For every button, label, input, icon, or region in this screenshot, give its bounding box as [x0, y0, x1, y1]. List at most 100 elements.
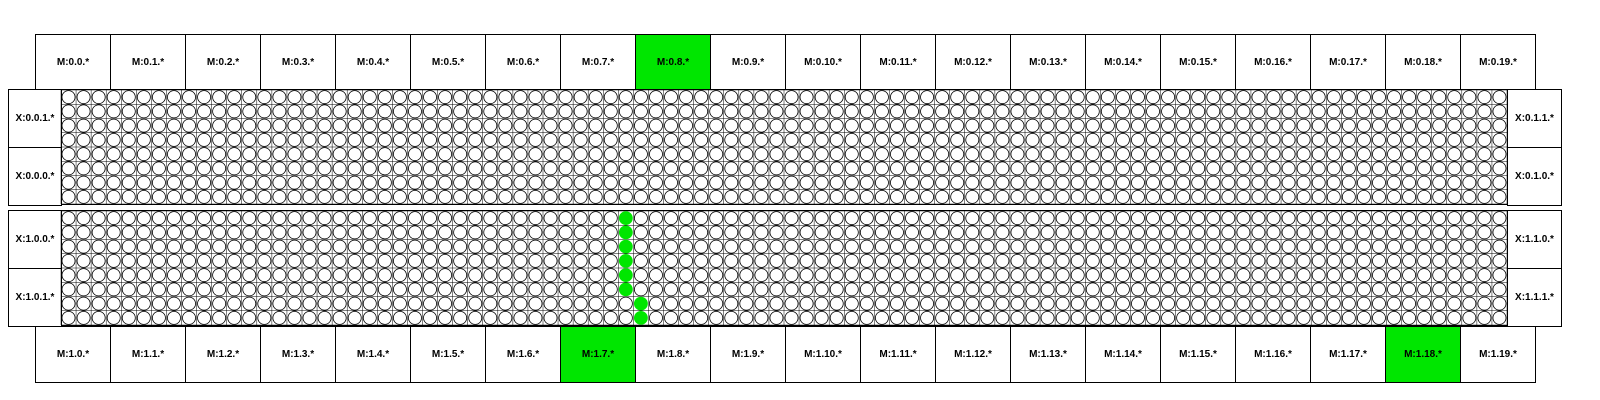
grid-node	[649, 175, 663, 190]
grid-node	[227, 253, 242, 268]
top-module-cell-label: M:0.14.*	[1104, 56, 1142, 68]
grid-node	[302, 211, 317, 226]
grid-node	[664, 175, 678, 190]
grid-node	[1025, 310, 1040, 325]
grid-node	[483, 118, 498, 133]
grid-node	[1251, 253, 1266, 268]
grid-node	[1040, 104, 1055, 119]
grid-node	[332, 104, 347, 119]
grid-node	[784, 175, 799, 190]
grid-node	[618, 132, 633, 147]
grid-node	[799, 175, 814, 190]
grid-node	[1100, 296, 1115, 311]
grid-node	[829, 147, 844, 162]
grid-node	[167, 225, 181, 240]
grid-node	[453, 225, 468, 240]
grid-node	[603, 253, 618, 268]
grid-node	[121, 189, 136, 204]
grid-node	[633, 239, 648, 254]
grid-node	[633, 282, 648, 297]
grid-node	[694, 161, 709, 176]
grid-node	[1462, 175, 1477, 190]
grid-node	[1387, 225, 1401, 240]
grid-node	[1447, 239, 1462, 254]
grid-node	[468, 239, 483, 254]
grid-node	[257, 282, 272, 297]
grid-node	[483, 104, 498, 119]
grid-node	[377, 296, 392, 311]
grid-node	[950, 211, 965, 226]
grid-node	[453, 118, 468, 133]
bottom-module-cell-label: M:1.11.*	[879, 349, 917, 360]
grid-node	[483, 310, 498, 325]
grid-node	[588, 147, 603, 162]
grid-node	[905, 189, 919, 204]
grid-node	[844, 132, 859, 147]
grid-node	[1447, 132, 1462, 147]
grid-node	[1115, 147, 1130, 162]
grid-node	[920, 211, 935, 226]
grid-node	[709, 211, 724, 226]
grid-node	[151, 161, 166, 176]
grid-node	[167, 310, 181, 325]
grid-node	[1462, 310, 1477, 325]
grid-node	[453, 282, 468, 297]
grid-node	[257, 211, 272, 226]
grid-node	[167, 118, 181, 133]
grid-node	[272, 225, 287, 240]
grid-node	[573, 268, 588, 283]
bottom-module-cell: M:1.6.*	[485, 326, 561, 383]
grid-node	[106, 268, 121, 283]
grid-node	[649, 189, 663, 204]
bottom-module-cell-label: M:1.15.*	[1179, 349, 1217, 360]
grid-node	[1492, 239, 1507, 254]
left-side-label-label: X:0.0.0.*	[15, 171, 55, 182]
grid-node	[874, 253, 889, 268]
grid-node	[558, 147, 573, 162]
grid-node	[468, 253, 483, 268]
grid-node	[513, 225, 528, 240]
grid-node	[829, 175, 844, 190]
grid-node	[408, 253, 422, 268]
grid-node	[483, 189, 498, 204]
grid-node	[588, 253, 603, 268]
right-side-label: X:0.1.0.*	[1507, 147, 1562, 206]
grid-node	[317, 175, 332, 190]
grid-node	[347, 132, 362, 147]
grid-node	[1176, 147, 1191, 162]
grid-node	[242, 90, 257, 105]
grid-node	[483, 90, 498, 105]
grid-node	[287, 268, 302, 283]
grid-node	[799, 90, 814, 105]
grid-node	[754, 211, 769, 226]
top-module-cell-label: M:0.16.*	[1254, 56, 1292, 68]
grid-node	[272, 268, 287, 283]
grid-node	[859, 90, 874, 105]
grid-node	[844, 253, 859, 268]
grid-node	[151, 310, 166, 325]
grid-node	[1477, 132, 1492, 147]
bottom-module-cell: M:1.8.*	[635, 326, 711, 383]
grid-node	[1387, 268, 1401, 283]
grid-node	[799, 211, 814, 226]
grid-node	[950, 253, 965, 268]
grid-node	[769, 296, 784, 311]
grid-node	[1176, 118, 1191, 133]
grid-node	[1025, 253, 1040, 268]
grid-node	[1146, 211, 1160, 226]
grid-node	[829, 161, 844, 176]
grid-block-1	[60, 210, 1508, 326]
grid-node	[438, 175, 453, 190]
grid-node	[1372, 310, 1386, 325]
grid-node	[1236, 90, 1251, 105]
grid-node	[1221, 132, 1236, 147]
grid-node	[392, 268, 407, 283]
grid-node	[1477, 211, 1492, 226]
grid-node	[377, 253, 392, 268]
grid-node	[874, 90, 889, 105]
grid-node	[257, 268, 272, 283]
grid-node	[1161, 90, 1176, 105]
grid-node	[1236, 296, 1251, 311]
grid-node	[995, 175, 1010, 190]
